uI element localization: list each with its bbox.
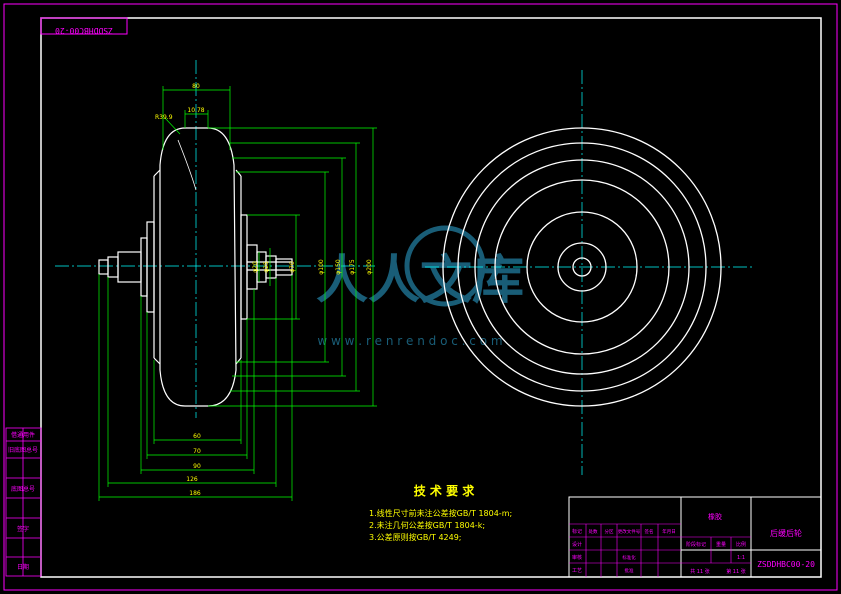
dim-inner-width: 10.78: [187, 107, 204, 114]
material-text: 橡胶: [708, 512, 722, 521]
side-table: [5, 427, 42, 577]
side-label: 日期: [17, 563, 29, 571]
scale-label: 比例: [736, 541, 746, 548]
side-label: 旧底图总号: [8, 446, 38, 454]
sheet-count: 共 11 张: [690, 568, 710, 575]
part-name: 后缓后轮: [770, 528, 802, 538]
row-label: 审核: [572, 554, 582, 561]
dim-bottom: 70: [193, 448, 201, 455]
mirrored-code-text: ZSDDHBC00-20: [55, 26, 113, 35]
dim-top-width: 80: [192, 83, 200, 90]
wheel-side-view: [98, 127, 293, 407]
drawing-code: ZSDDHBC00-20: [757, 560, 815, 569]
dim-vertical: φ70: [289, 261, 296, 273]
row-label: 标记: [572, 528, 582, 535]
title-block-text: 橡胶 后缓后轮 ZSDDHBC00-20 阶段标记 重量 比例 1:1 共 11…: [572, 512, 815, 575]
mirrored-code-box: ZSDDHBC00-20: [40, 17, 128, 35]
col-label: 年月日: [662, 528, 676, 535]
side-label: 底图总号: [11, 485, 35, 493]
wheel-front-view: [442, 127, 722, 407]
stage-label: 阶段标记: [686, 541, 706, 548]
dim-vertical: φ20: [252, 261, 259, 273]
weight-label: 重量: [716, 541, 726, 548]
watermark-circle: [404, 225, 486, 307]
dim-bottom: 60: [193, 433, 201, 440]
tech-req-title: 技 术 要 求: [414, 483, 476, 498]
technical-requirements: 技 术 要 求 1.线性尺寸前未注公差按GB/T 1804-m; 2.未注几何公…: [369, 483, 512, 542]
watermark: 人人文库 w w w . r e n r e n d o c . c o m: [316, 225, 524, 348]
dim-vertical: φ150: [335, 259, 342, 275]
col-label: 更改文件号: [618, 528, 641, 535]
dim-vertical: φ25: [263, 261, 270, 273]
dim-bottom: 186: [189, 490, 201, 497]
watermark-url: w w w . r e n r e n d o c . c o m: [317, 334, 502, 348]
inner-border: [40, 17, 822, 578]
col-label: 处数: [589, 528, 598, 535]
sheet-number: 第 11 张: [726, 568, 746, 575]
row-label: 工艺: [572, 568, 582, 574]
scale-value: 1:1: [737, 555, 745, 561]
title-block-grid: [569, 523, 751, 577]
dim-bottom: 90: [193, 463, 201, 470]
sign-label: 标准化: [622, 554, 636, 561]
side-table-labels: 借通用件 旧底图总号 底图总号 签字 日期: [8, 431, 38, 571]
tech-req-item: 2.未注几何公差按GB/T 1804-k;: [369, 520, 485, 530]
dim-fillet-radius: R39.9: [155, 114, 173, 121]
watermark-brand: 人人文库: [316, 251, 524, 311]
col-label: 签名: [645, 528, 654, 535]
dim-vertical: φ200: [366, 259, 373, 275]
dim-bottom: 126: [186, 476, 198, 483]
dim-vertical: φ100: [318, 259, 325, 275]
dimension-lines: [98, 86, 377, 501]
tech-req-item: 3.公差原则按GB/T 4249;: [369, 532, 462, 542]
side-label: 借通用件: [11, 431, 35, 439]
dim-vertical: φ175: [349, 259, 356, 275]
col-label: 分区: [605, 528, 614, 535]
outer-border: [3, 3, 838, 591]
sign-label: 批准: [625, 567, 634, 574]
dimension-texts: 80 10.78 R39.9 60 70 90 126 186 φ20 φ25 …: [155, 83, 373, 497]
side-label: 签字: [17, 525, 29, 533]
tech-req-item: 1.线性尺寸前未注公差按GB/T 1804-m;: [369, 508, 512, 518]
row-label: 设计: [572, 541, 582, 548]
